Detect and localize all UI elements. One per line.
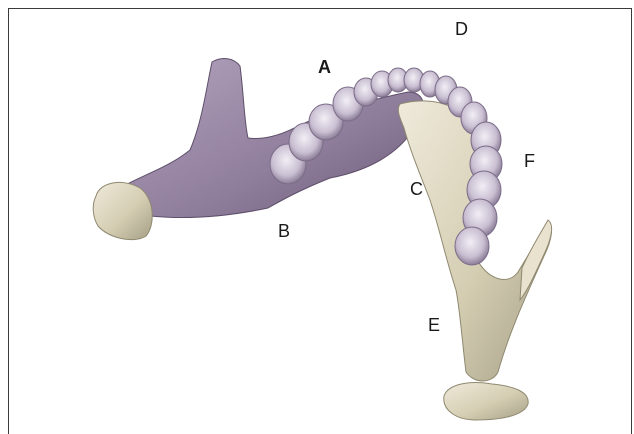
label-d: D bbox=[455, 20, 468, 38]
label-b: B bbox=[278, 222, 290, 240]
label-c: C bbox=[410, 180, 423, 198]
right-condyle bbox=[444, 383, 528, 421]
label-f: F bbox=[524, 152, 535, 170]
label-a: A bbox=[318, 58, 331, 76]
label-e: E bbox=[428, 316, 440, 334]
left-condyle bbox=[93, 182, 152, 239]
